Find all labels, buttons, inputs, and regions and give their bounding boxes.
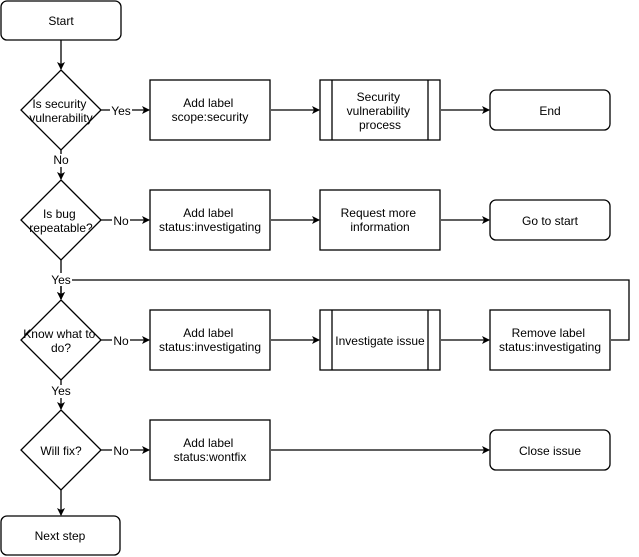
edge-label-repeatable-yes: Yes (51, 273, 71, 287)
edge-label-security-yes: Yes (111, 104, 131, 118)
decision-is-security-vulnerability[interactable]: Is security vulnerability (20, 69, 102, 151)
subprocess-investigate-issue-label: Investigate issue (335, 334, 425, 348)
node-request-more-information[interactable]: Request more information (319, 189, 441, 251)
node-remove-label-investigating[interactable]: Remove label status:investigating (489, 309, 611, 371)
decision-will-fix-label: Will fix? (40, 444, 82, 458)
node-add-label-investigating-1-label: Add label status:investigating (159, 206, 261, 234)
node-add-label-investigating-2-label: Add label status:investigating (159, 326, 261, 354)
node-end-label: End (539, 104, 560, 118)
node-start-label: Start (48, 14, 74, 28)
node-request-more-information-label: Request more information (341, 206, 420, 234)
edge-label-security-no: No (53, 153, 69, 167)
decision-is-security-vulnerability-label: Is security vulnerability (29, 97, 92, 125)
nodes: Start Is security vulnerability Add labe… (0, 0, 611, 556)
decision-is-bug-repeatable-label: Is bug repeatable? (29, 207, 93, 235)
edge-label-willfix-no: No (113, 444, 129, 458)
node-go-to-start[interactable]: Go to start (489, 199, 611, 241)
node-add-label-scope-security-label: Add label scope:security (172, 96, 249, 124)
subprocess-security-vulnerability-process-label: Security vulnerability process (347, 90, 414, 132)
node-next-step-label: Next step (35, 529, 86, 543)
node-add-label-wontfix[interactable]: Add label status:wontfix (149, 419, 271, 481)
edge-remove-loop-back (57, 279, 630, 341)
decision-will-fix[interactable]: Will fix? (20, 409, 102, 491)
subprocess-security-vulnerability-process[interactable]: Security vulnerability process (319, 79, 441, 141)
node-next-step[interactable]: Next step (0, 515, 121, 556)
node-start[interactable]: Start (0, 0, 122, 41)
decision-know-what-to-do[interactable]: Know what to do? (20, 299, 102, 381)
edge-label-know-yes: Yes (51, 384, 71, 398)
node-add-label-investigating-2[interactable]: Add label status:investigating (149, 309, 271, 371)
edge-label-repeatable-no: No (113, 214, 129, 228)
node-remove-label-investigating-label: Remove label status:investigating (499, 326, 601, 354)
edge-label-know-no: No (113, 334, 129, 348)
node-end[interactable]: End (489, 89, 611, 131)
node-add-label-scope-security[interactable]: Add label scope:security (149, 79, 271, 141)
node-close-issue-label: Close issue (519, 444, 581, 458)
node-close-issue[interactable]: Close issue (489, 429, 611, 471)
node-go-to-start-label: Go to start (522, 214, 579, 228)
edge-labels: Yes No No Yes No Yes No (50, 104, 132, 458)
decision-is-bug-repeatable[interactable]: Is bug repeatable? (20, 179, 102, 261)
node-add-label-investigating-1[interactable]: Add label status:investigating (149, 189, 271, 251)
subprocess-investigate-issue[interactable]: Investigate issue (319, 309, 441, 371)
decision-know-what-to-do-label: Know what to do? (23, 327, 98, 355)
node-add-label-wontfix-label: Add label status:wontfix (174, 436, 247, 464)
